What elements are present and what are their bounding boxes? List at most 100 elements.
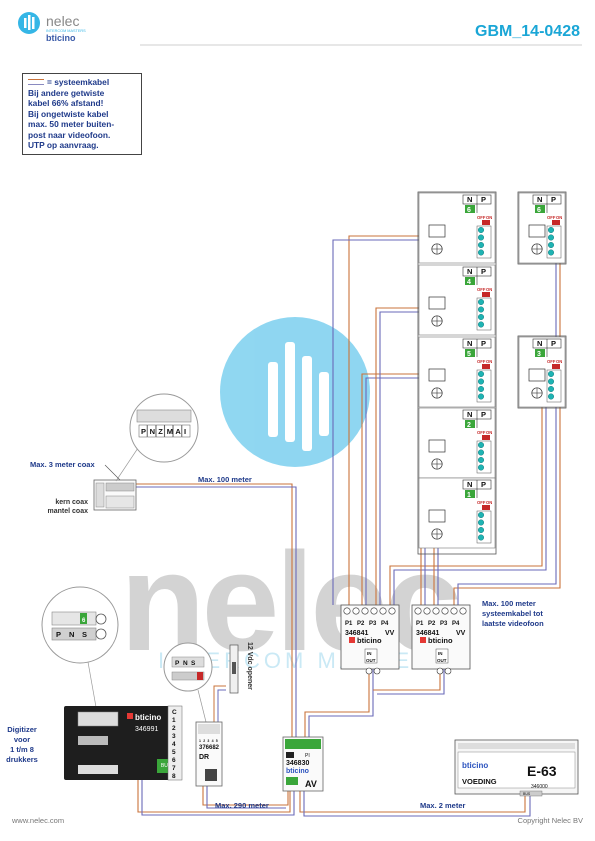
terminal-label: 6: [537, 207, 541, 214]
terminal-label: VV: [385, 630, 395, 637]
terminal-label: P: [141, 427, 146, 436]
terminal-label: 5: [172, 749, 176, 756]
label-max2: Max. 2 meter: [420, 801, 466, 810]
terminal-label: C: [172, 709, 177, 716]
legend-line: UTP op aanvraag.: [28, 140, 99, 150]
terminal-label: P: [481, 410, 486, 419]
terminal-label: 1: [199, 739, 201, 743]
legend-line: Bij ongetwiste kabel: [28, 108, 109, 119]
terminal-label: 5: [467, 351, 471, 358]
screen-icon: [428, 439, 446, 453]
digitizer-code: 346991: [135, 726, 158, 733]
terminal-label: P: [551, 195, 556, 204]
label-kern: kern coax: [55, 499, 88, 506]
terminal-label: ON: [556, 215, 562, 220]
terminal-label: 3: [207, 739, 209, 743]
label-max100-sys-3: laatste videofoon: [482, 619, 544, 628]
label-digitizer-1: Digitizer: [7, 725, 37, 734]
terminal-label: 4: [212, 739, 214, 743]
terminal-label: 3: [172, 733, 176, 740]
terminal-label: OFF: [477, 287, 486, 292]
terminal-label: P: [481, 339, 486, 348]
terminal-label: P1: [416, 621, 424, 627]
terminal-label: 4: [467, 279, 471, 286]
av-code: 346830: [286, 760, 309, 767]
terminal-label: 6: [172, 757, 176, 764]
terminal-label: bticino: [357, 636, 382, 645]
terminal-label: 1: [467, 492, 471, 499]
doc-code: GBM_14-0428: [475, 23, 580, 40]
terminal-label: 2: [172, 725, 176, 732]
terminal-label: N: [183, 660, 188, 667]
terminal-label: 8: [172, 773, 176, 780]
av-pi: PI: [305, 753, 310, 759]
terminal-label: N: [537, 195, 542, 204]
terminal-label: P: [175, 660, 180, 667]
terminal-label: OFF: [477, 430, 486, 435]
terminal-label: 7: [172, 765, 176, 772]
psu-brand: bticino: [462, 761, 488, 770]
terminal-label: I: [184, 427, 186, 436]
terminal-label: N: [150, 427, 155, 436]
terminal-label: P4: [381, 621, 389, 627]
legend-title: = systeemkabel: [47, 77, 110, 87]
terminal-label: OFF: [477, 500, 486, 505]
terminal-label: P: [481, 267, 486, 276]
label-opener: 12 Vdc opener: [246, 642, 253, 690]
terminal-label: OFF: [477, 359, 486, 364]
terminal-label: 4: [172, 741, 176, 748]
terminal-label: P3: [440, 621, 448, 627]
terminal-label: ON: [486, 430, 492, 435]
footer-right: Copyright Nelec BV: [517, 816, 583, 825]
terminal-label: OUT: [366, 658, 376, 663]
terminal-label: bticino: [428, 636, 453, 645]
logo-tagline: INTERCOM MASTERS: [46, 29, 86, 33]
watermark: nelec INTERCOM MASTERS: [120, 317, 462, 680]
legend-line: kabel 66% afstand!: [28, 98, 104, 108]
screen-icon: [428, 296, 446, 310]
screen-icon: [428, 224, 446, 238]
power-supply: bticino VOEDING E-63 346000 BUS: [454, 739, 579, 797]
legend-line: max. 50 meter buiten-: [28, 119, 115, 129]
screen-icon: [528, 224, 546, 238]
terminal-label: 6: [467, 207, 471, 214]
terminal-label: P: [481, 480, 486, 489]
terminal-label: VV: [456, 630, 466, 637]
terminal-label: S: [191, 660, 196, 667]
terminal-label: 2: [203, 739, 205, 743]
terminal-label: OFF: [547, 215, 556, 220]
terminal-label: S: [82, 630, 87, 639]
label-max290: Max. 290 meter: [215, 801, 269, 810]
logo: nelec INTERCOM MASTERS bticino: [18, 12, 86, 43]
screen-icon: [528, 368, 546, 382]
label-digitizer-2: voor: [14, 735, 30, 744]
terminal-label: P: [481, 195, 486, 204]
relay-code: 376682: [199, 745, 220, 751]
av-brand: bticino: [286, 768, 309, 775]
terminal-label: N: [467, 339, 472, 348]
label-digitizer-3: 1 t/m 8: [10, 745, 34, 754]
label-max100: Max. 100 meter: [198, 475, 252, 484]
terminal-label: ON: [486, 359, 492, 364]
psu-name: E-63: [527, 763, 557, 779]
terminal-label: P3: [369, 621, 377, 627]
terminal-label: N: [467, 195, 472, 204]
terminal-label: ON: [486, 215, 492, 220]
terminal-label: IN: [438, 651, 443, 656]
terminal-label: 3: [537, 351, 541, 358]
psu-code: 346000: [531, 784, 548, 790]
psu-label: VOEDING: [462, 777, 497, 786]
terminal-label: P4: [452, 621, 460, 627]
